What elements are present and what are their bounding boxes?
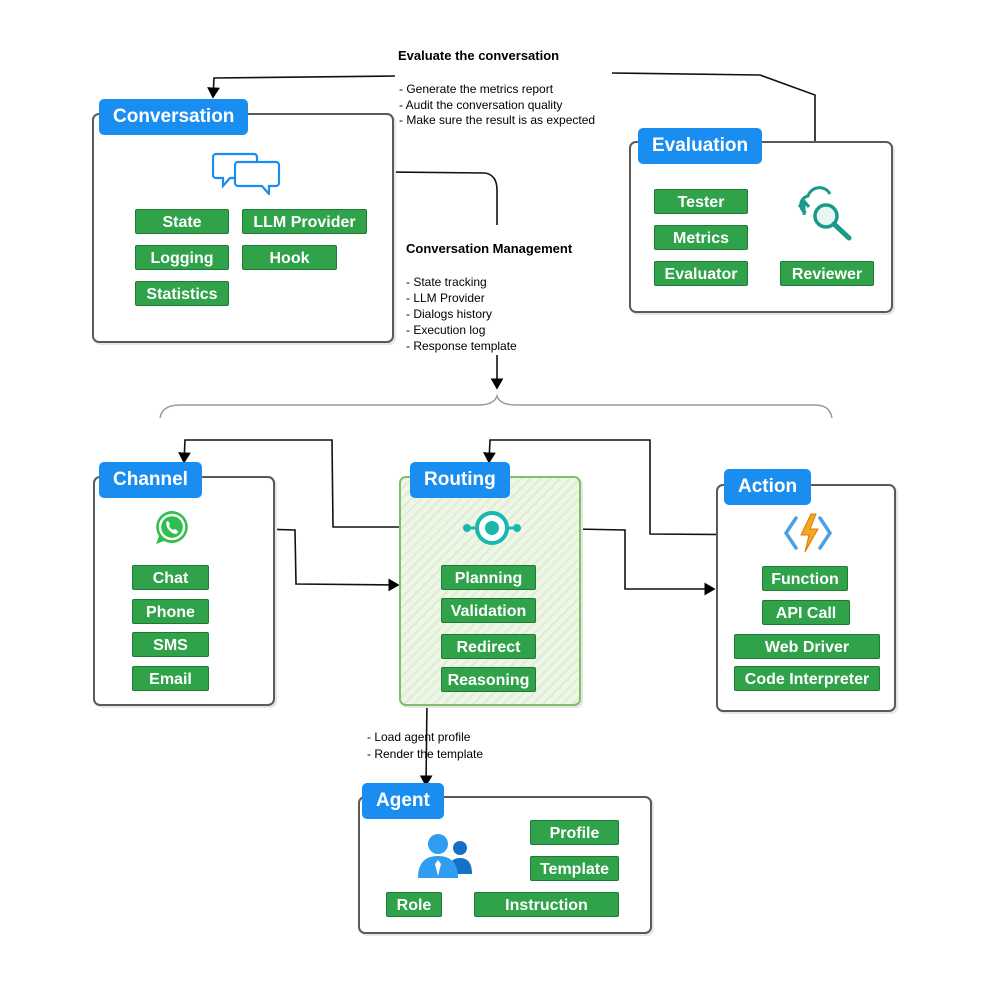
tag-sms: SMS (132, 632, 209, 657)
hub-icon (463, 511, 521, 545)
evaluate-note-line: - Audit the conversation quality (399, 98, 563, 112)
tag-tester: Tester (654, 189, 748, 214)
evaluate-arrow (611, 72, 816, 180)
tag-llm-provider: LLM Provider (242, 209, 367, 234)
routing-title: Routing (410, 462, 510, 498)
tag-code-interpreter: Code Interpreter (734, 666, 880, 691)
tag-logging: Logging (135, 245, 229, 270)
tag-chat: Chat (132, 565, 209, 590)
channel-title: Channel (99, 462, 202, 498)
conversation-management-line (279, 170, 498, 225)
users-icon (418, 834, 472, 878)
management-note-line: - Execution log (406, 323, 486, 337)
tag-function: Function (762, 566, 848, 591)
tag-reviewer: Reviewer (780, 261, 874, 286)
brace (159, 393, 833, 419)
action-title: Action (724, 469, 812, 505)
tag-evaluator: Evaluator (654, 261, 748, 286)
management-note-title: Conversation Management (406, 241, 573, 256)
management-note-line: - LLM Provider (406, 291, 485, 305)
tag-hook: Hook (242, 245, 337, 270)
tag-role: Role (386, 892, 442, 917)
tag-planning: Planning (441, 565, 536, 590)
whatsapp-icon (156, 511, 188, 544)
tag-template: Template (530, 856, 619, 881)
agent-title: Agent (362, 783, 444, 819)
tag-validation: Validation (441, 598, 536, 623)
action-routing-loop (483, 439, 791, 536)
tag-instruction: Instruction (474, 892, 619, 917)
chat-bubbles-icon (212, 152, 281, 195)
management-note-line: - State tracking (406, 275, 487, 289)
cloud-search-icon (797, 186, 852, 241)
tag-web-driver: Web Driver (734, 634, 880, 659)
evaluate-note-title: Evaluate the conversation (398, 48, 560, 63)
tag-profile: Profile (530, 820, 619, 845)
tag-reasoning: Reasoning (441, 667, 536, 692)
routing-channel-loop (178, 439, 460, 528)
management-note-line: - Dialogs history (406, 307, 493, 321)
evaluation-title: Evaluation (638, 128, 763, 164)
management-note-line: - Response template (406, 339, 517, 353)
tag-statistics: Statistics (135, 281, 229, 306)
tag-api-call: API Call (762, 600, 850, 625)
conversation-title: Conversation (99, 99, 249, 135)
tag-state: State (135, 209, 229, 234)
evaluate-note-line: - Make sure the result is as expected (399, 113, 596, 127)
lightning-function-icon (784, 513, 832, 553)
tag-redirect: Redirect (441, 634, 536, 659)
evaluate-arrow-left (207, 75, 396, 99)
tag-metrics: Metrics (654, 225, 748, 250)
agent-note-line: - Load agent profile (367, 730, 471, 744)
tag-email: Email (132, 666, 209, 691)
evaluate-note-line: - Generate the metrics report (399, 82, 554, 96)
tag-phone: Phone (132, 599, 209, 624)
agent-note-line: - Render the template (367, 747, 484, 761)
